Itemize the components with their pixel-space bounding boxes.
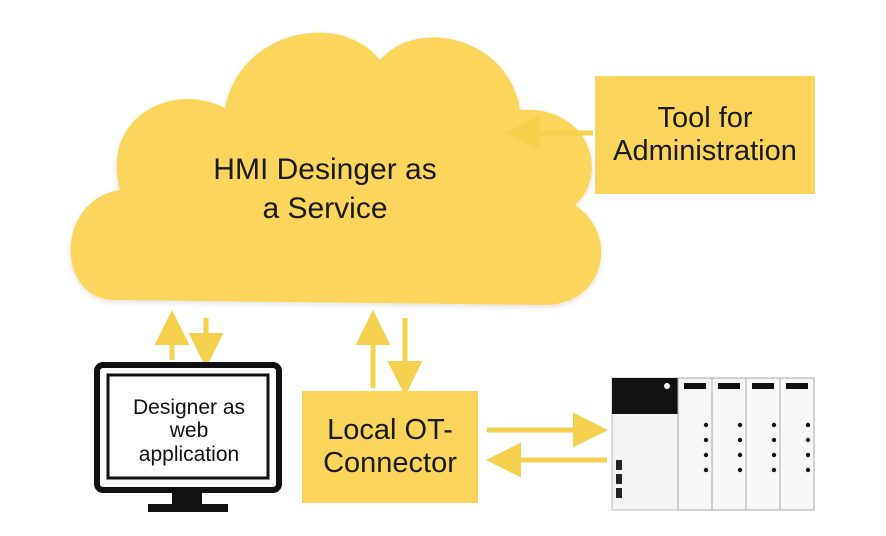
designer-app-line1: Designer as [132,395,246,419]
ot-connector-line2: Connector [323,447,457,479]
designer-app-line2: web [169,419,209,443]
cloud-label-line1: HMI Desinger as [213,153,437,186]
arrows-connector-cloud [355,310,423,396]
arrows-designer-cloud [154,310,224,368]
ot-connector-line1: Local OT- [327,413,453,446]
ot-connector-box: Local OT- Connector [302,391,478,503]
arrows-connector-hardware [486,412,608,478]
admin-tool-line2: Administration [613,135,797,167]
cloud-label: HMI Desinger as a Service [160,150,490,228]
plc-hardware-icon [611,377,815,511]
designer-app-label: Designer as web application [110,385,268,477]
cloud-icon [70,32,602,306]
admin-tool-line1: Tool for [657,101,753,134]
admin-tool-box: Tool for Administration [595,76,815,194]
designer-app-line3: application [138,442,240,466]
cloud-label-line2: a Service [262,192,388,225]
monitor-icon [94,362,282,512]
